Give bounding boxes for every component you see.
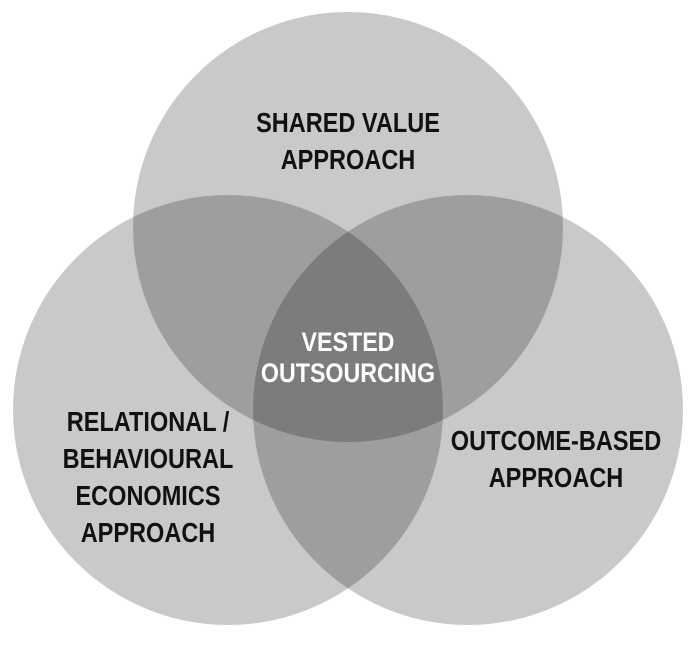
label-relational-behavioural-economics-approach: RELATIONAL / BEHAVIOURAL ECONOMICS APPRO… <box>30 403 265 551</box>
label-line: BEHAVIOURAL <box>62 443 234 474</box>
label-line: OUTCOME-BASED <box>450 425 662 456</box>
label-shared-value-approach: SHARED VALUE APPROACH <box>214 104 483 178</box>
label-line: OUTSOURCING <box>260 358 436 388</box>
circle-outcome-based <box>253 195 683 625</box>
label-line: APPROACH <box>80 517 216 548</box>
label-line: APPROACH <box>488 462 624 493</box>
label-outcome-based-approach: OUTCOME-BASED APPROACH <box>430 422 682 496</box>
label-line: ECONOMICS <box>75 480 221 511</box>
label-vested-outsourcing: VESTED OUTSOURCING <box>236 327 460 389</box>
label-line: RELATIONAL / <box>66 406 230 437</box>
circle-relational-behavioural-economics <box>13 195 443 625</box>
label-line: SHARED VALUE <box>256 107 440 138</box>
circle-shared-value <box>133 12 563 442</box>
label-line: VESTED <box>301 327 395 357</box>
label-line: APPROACH <box>280 144 416 175</box>
